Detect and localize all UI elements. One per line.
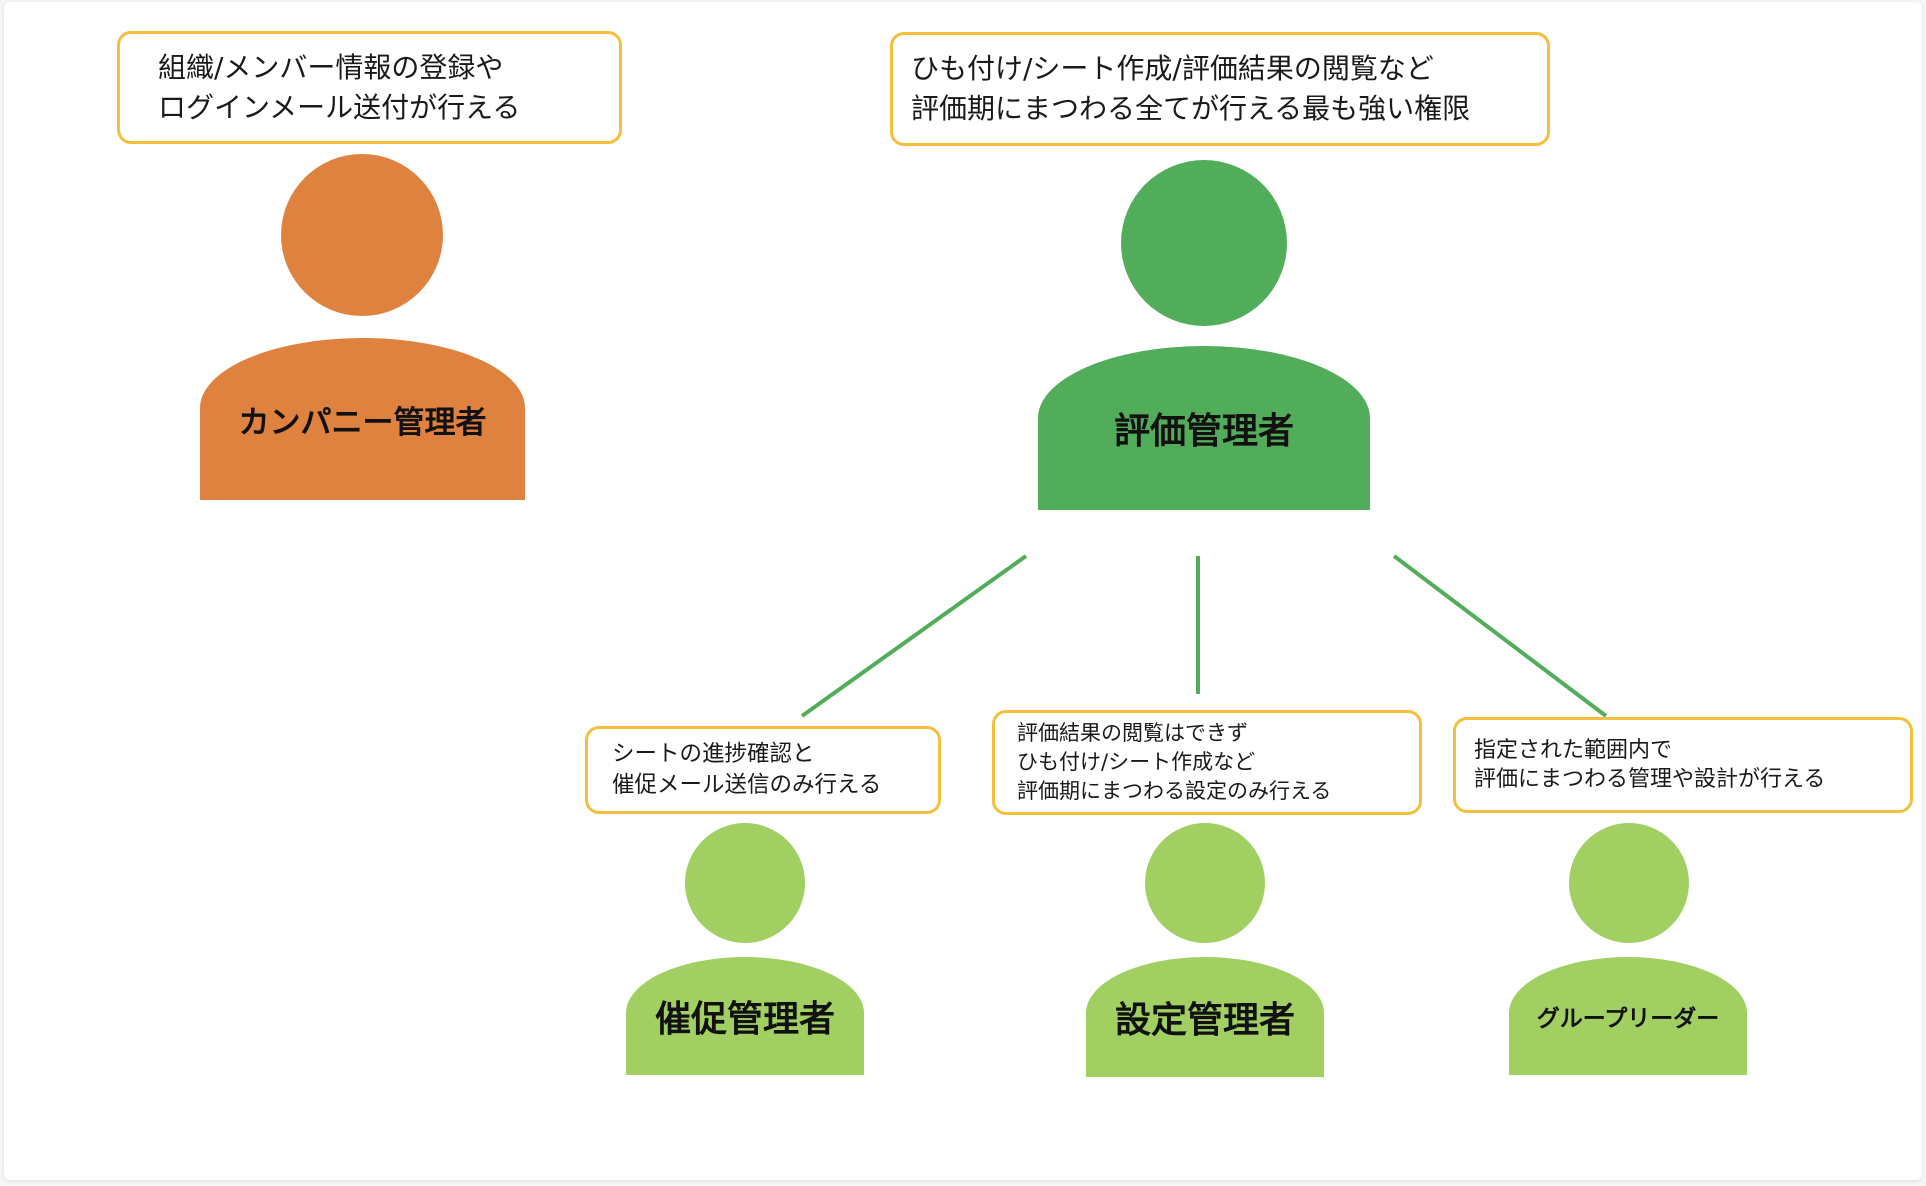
settings-admin-desc-line-1: 評価結果の閲覧はできず: [1017, 721, 1248, 745]
promo-admin-head: [685, 823, 805, 943]
promo-admin-description: シートの進捗確認と 催促メール送信のみ行える: [585, 726, 941, 814]
eval-admin-body: 評価管理者: [1038, 346, 1370, 510]
promo-admin-desc-line-2: 催促メール送信のみ行える: [612, 772, 882, 798]
group-leader-body: グループリーダー: [1509, 957, 1747, 1075]
eval-admin-description: ひも付け/シート作成/評価結果の閲覧など 評価期にまつわる全てが行える最も強い権…: [890, 32, 1550, 146]
group-leader-head: [1569, 823, 1689, 943]
settings-admin-desc-line-2: ひも付け/シート作成など: [1017, 750, 1256, 774]
company-admin-body: カンパニー管理者: [200, 338, 525, 500]
settings-admin-head: [1145, 823, 1265, 943]
settings-admin-label: 設定管理者: [1114, 1000, 1295, 1041]
group-leader-label: グループリーダー: [1536, 1006, 1720, 1032]
company-admin-desc-line-1: 組織/メンバー情報の登録や: [158, 50, 504, 84]
eval-admin-label: 評価管理者: [1113, 411, 1294, 452]
promo-admin-body: 催促管理者: [626, 957, 864, 1075]
connector-to-group-leader: [1392, 554, 1608, 718]
group-leader-desc-line-2: 評価にまつわる管理や設計が行える: [1474, 767, 1826, 792]
settings-admin-desc-line-3: 評価期にまつわる設定のみ行える: [1017, 779, 1332, 803]
company-admin-description: 組織/メンバー情報の登録や ログインメール送付が行える: [117, 31, 622, 144]
settings-admin-body: 設定管理者: [1086, 957, 1324, 1077]
company-admin-head: [281, 154, 443, 316]
eval-admin-desc-line-2: 評価期にまつわる全てが行える最も強い権限: [911, 92, 1471, 125]
eval-admin-desc-line-1: ひも付け/シート作成/評価結果の閲覧など: [911, 52, 1434, 85]
promo-admin-desc-line-1: シートの進捗確認と: [612, 741, 815, 767]
company-admin-label: カンパニー管理者: [238, 404, 487, 441]
group-leader-description: 指定された範囲内で 評価にまつわる管理や設計が行える: [1453, 717, 1913, 813]
eval-admin-head: [1121, 160, 1287, 326]
group-leader-desc-line-1: 指定された範囲内で: [1474, 738, 1673, 763]
promo-admin-label: 催促管理者: [654, 999, 835, 1040]
company-admin-desc-line-2: ログインメール送付が行える: [158, 90, 521, 124]
connector-to-promo-admin: [800, 554, 1028, 718]
settings-admin-description: 評価結果の閲覧はできず ひも付け/シート作成など 評価期にまつわる設定のみ行える: [992, 710, 1422, 815]
